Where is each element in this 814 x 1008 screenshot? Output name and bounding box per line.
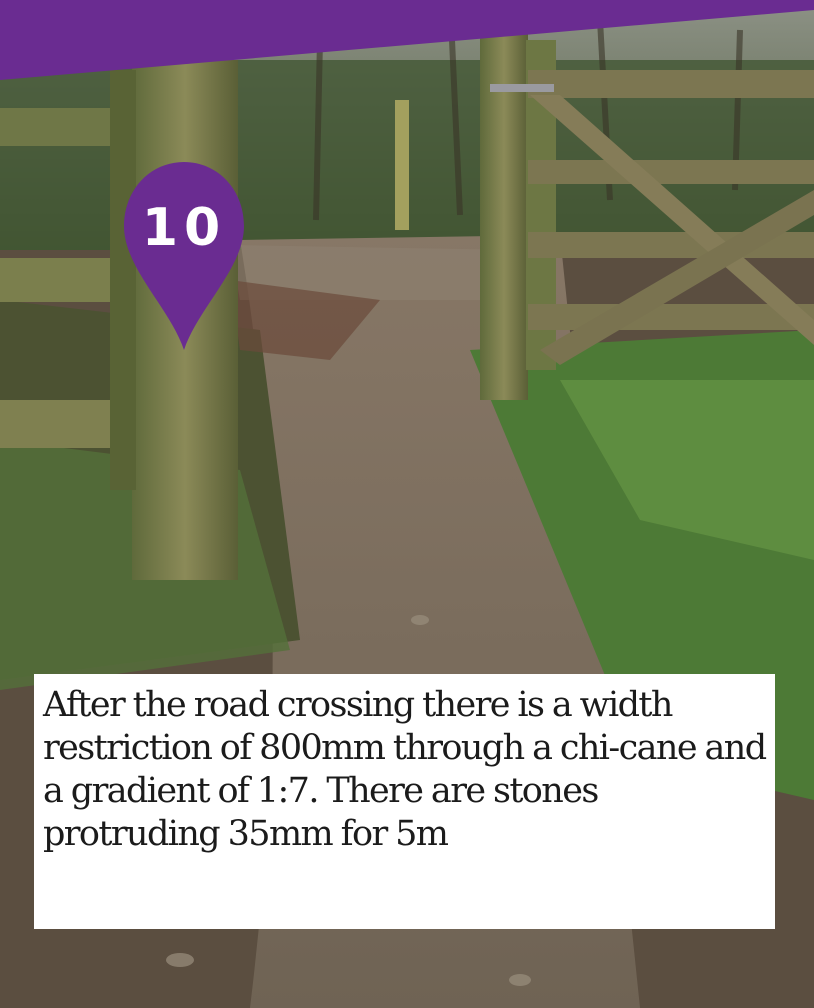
stop-number: 10	[141, 198, 227, 258]
location-pin-icon	[124, 162, 244, 350]
caption-text: After the road crossing there is a width…	[43, 685, 767, 854]
caption-box: After the road crossing there is a width…	[34, 674, 775, 929]
purple-banner	[0, 0, 814, 80]
